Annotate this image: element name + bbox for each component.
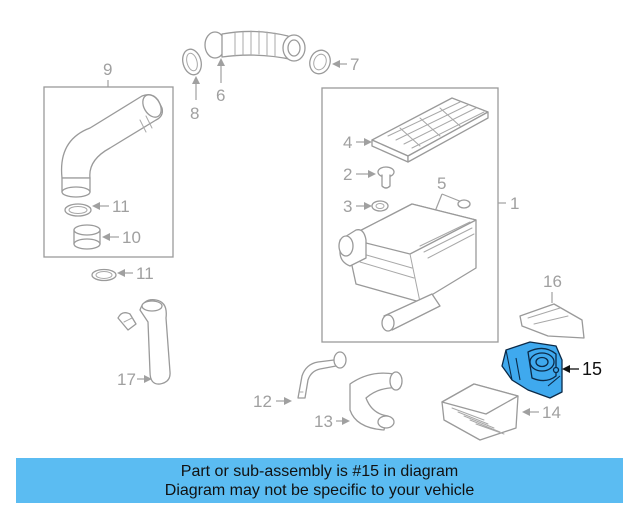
callout-4: 4 xyxy=(343,133,352,152)
part-9-intake-duct xyxy=(60,94,164,198)
part-15-air-cleaner-bracket xyxy=(501,341,563,399)
callout-12: 12 xyxy=(253,392,272,411)
callout-6: 6 xyxy=(216,86,225,105)
callout-7: 7 xyxy=(350,55,359,74)
part-17-intake-pipe xyxy=(117,299,171,385)
callout-11-upper: 11 xyxy=(112,197,130,216)
part-4-air-filter xyxy=(371,97,489,163)
banner-line-part-number: Part or sub-assembly is #15 in diagram xyxy=(180,462,459,480)
part-11-clamp-upper xyxy=(64,203,92,217)
callout-10: 10 xyxy=(122,228,141,247)
callout-3: 3 xyxy=(343,197,352,216)
part-1-air-cleaner-housing xyxy=(338,203,477,332)
part-3-grommet xyxy=(371,200,389,212)
callout-2: 2 xyxy=(343,165,352,184)
part-16-air-duct xyxy=(519,303,585,339)
callout-11-lower: 11 xyxy=(136,264,154,283)
group-1-frame xyxy=(321,87,499,343)
part-2-clip xyxy=(377,166,395,189)
group-9-frame xyxy=(43,86,174,258)
part-12-breather-hose xyxy=(297,351,347,399)
part-7-hose-clamp xyxy=(309,49,331,75)
part-11-clamp-lower xyxy=(91,268,117,282)
callout-17: 17 xyxy=(117,370,136,389)
part-8-hose-clamp xyxy=(182,48,202,76)
banner-line-disclaimer: Diagram may not be specific to your vehi… xyxy=(164,481,475,499)
part-5-grommet xyxy=(457,199,471,209)
part-10-seal xyxy=(73,224,101,250)
part-6-intake-hose xyxy=(204,30,306,62)
callout-8: 8 xyxy=(190,104,199,123)
info-banner: Part or sub-assembly is #15 in diagram D… xyxy=(16,458,623,503)
part-13-elbow-hose xyxy=(349,371,403,431)
callout-9: 9 xyxy=(103,60,112,79)
part-14-inlet-duct xyxy=(441,383,519,441)
callout-15: 15 xyxy=(582,359,602,379)
callout-16: 16 xyxy=(543,272,562,291)
callout-14: 14 xyxy=(542,403,561,422)
callout-13: 13 xyxy=(314,412,333,431)
callout-1: 1 xyxy=(510,194,519,213)
callout-5: 5 xyxy=(437,174,446,193)
